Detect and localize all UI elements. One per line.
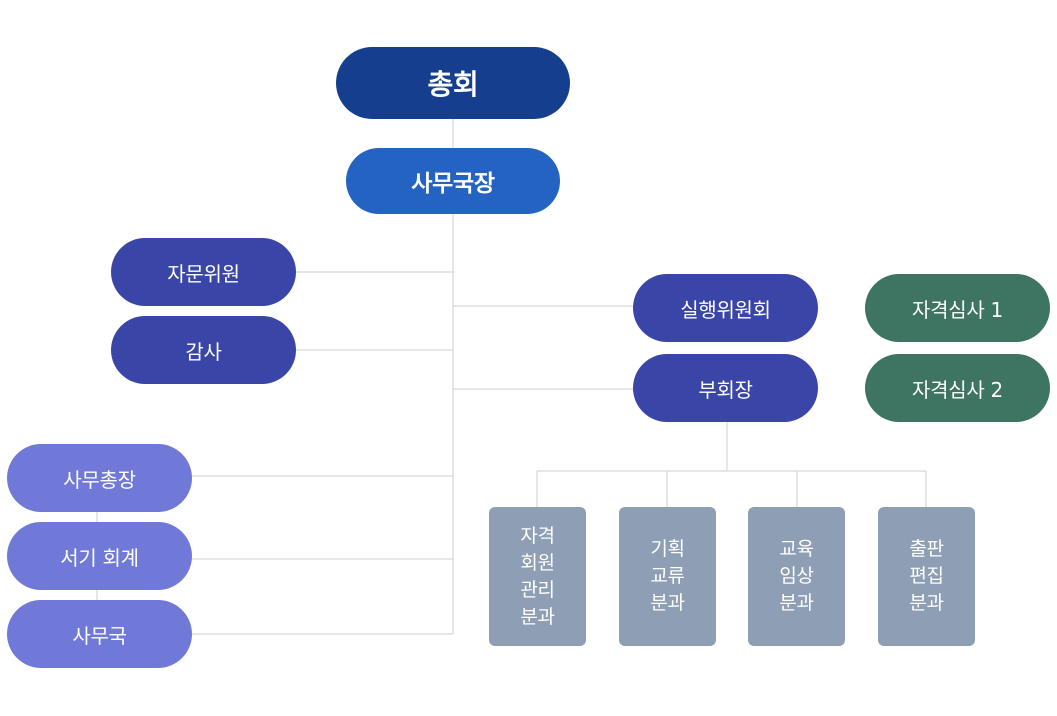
general-assembly-node: 총회 — [336, 47, 570, 119]
secretary-general-node: 사무국장 — [346, 148, 560, 214]
advisory-committee-node: 자문위원 — [111, 238, 296, 306]
general-affairs-node: 사무총장 — [7, 444, 192, 512]
subcommittee-membership-node: 자격 회원 관리 분과 — [489, 507, 586, 646]
subcommittee-education-node: 교육 임상 분과 — [748, 507, 845, 646]
vice-president-node: 부회장 — [633, 354, 818, 422]
subcommittee-publishing-node: 출판 편집 분과 — [878, 507, 975, 646]
executive-committee-node: 실행위원회 — [633, 274, 818, 342]
auditor-node: 감사 — [111, 316, 296, 384]
qualification-review-1-node: 자격심사 1 — [865, 274, 1050, 342]
qualification-review-2-node: 자격심사 2 — [865, 354, 1050, 422]
secretariat-node: 사무국 — [7, 600, 192, 668]
subcommittee-planning-node: 기획 교류 분과 — [619, 507, 716, 646]
secretary-accounting-node: 서기 회계 — [7, 522, 192, 590]
